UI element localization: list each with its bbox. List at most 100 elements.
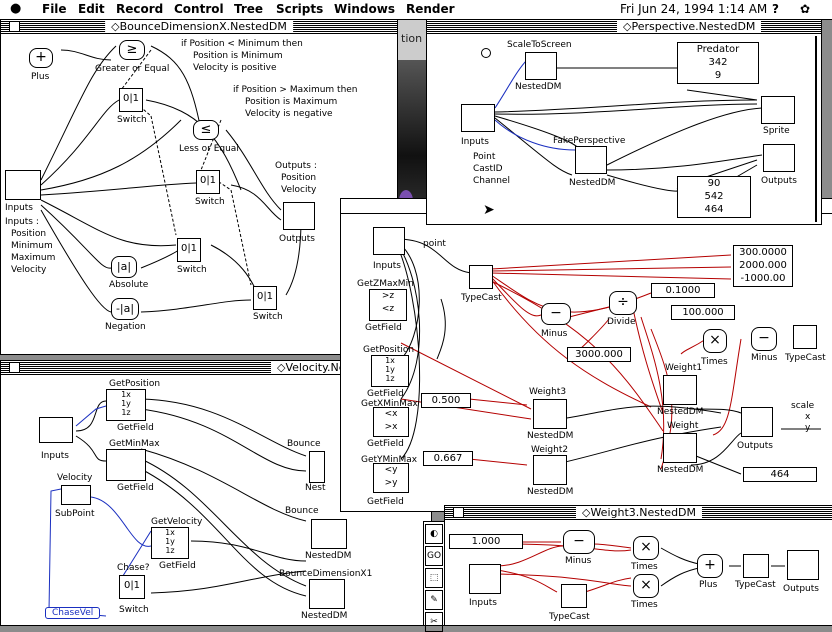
main-outputs-node[interactable]: [741, 407, 773, 437]
application-menu-icon[interactable]: ✿: [800, 2, 811, 16]
value-464[interactable]: 464: [743, 467, 817, 482]
w3-times1-node[interactable]: ×: [633, 536, 659, 560]
greater-equal-node[interactable]: ≥: [119, 40, 145, 60]
weight3-window: ◇Weight3.NestedDM 1.000 − Minus × Times …: [444, 505, 832, 626]
nested2-label: NestedDM: [527, 487, 574, 497]
outputs-node[interactable]: [283, 202, 315, 230]
vel-nested1-node[interactable]: [309, 451, 325, 483]
weight1-label: Weight1: [665, 363, 703, 373]
inputs-node[interactable]: [5, 170, 41, 200]
sprite-node[interactable]: [761, 96, 795, 124]
minus-node[interactable]: −: [541, 303, 571, 325]
typecast2-node[interactable]: [793, 325, 817, 349]
persp-outputs-node[interactable]: [763, 144, 795, 172]
chasevel-tag[interactable]: ChaseVel: [45, 607, 101, 619]
value-0.5[interactable]: 0.500: [421, 393, 471, 408]
w3-inputs-node[interactable]: [469, 564, 501, 594]
weight3-titlebar[interactable]: ◇Weight3.NestedDM: [445, 506, 832, 520]
w3-times2-node[interactable]: ×: [633, 574, 659, 598]
position-stack[interactable]: 90 542 464: [677, 176, 751, 218]
vel-nested2-node[interactable]: [311, 519, 347, 549]
nested2-node[interactable]: [533, 455, 567, 485]
w3-minus-node[interactable]: −: [563, 530, 595, 554]
w3-outputs-node[interactable]: [787, 550, 819, 580]
apple-menu-icon[interactable]: ●: [10, 1, 22, 16]
getzmaxmin-node[interactable]: >z<z: [369, 289, 407, 321]
typecast-node[interactable]: [469, 265, 493, 289]
divide-node[interactable]: ÷: [609, 291, 637, 315]
switch2-node[interactable]: 0|1: [196, 170, 220, 194]
switch1-node[interactable]: 0|1: [119, 88, 143, 112]
persp-inputs-node[interactable]: [461, 104, 495, 132]
value-0.1[interactable]: 0.1000: [651, 283, 715, 298]
w3-plus-node[interactable]: +: [697, 554, 723, 578]
go-icon[interactable]: GO: [425, 546, 443, 566]
scale-source-icon[interactable]: [481, 48, 491, 58]
weight3-wires: [496, 541, 785, 593]
vel-getminmax-node[interactable]: [106, 449, 146, 481]
comment-max-line3: Velocity is negative: [245, 109, 333, 119]
value-0.667[interactable]: 0.667: [423, 451, 473, 466]
constant-stack[interactable]: 300.0000 2000.000 -1000.00: [733, 245, 793, 287]
menu-windows[interactable]: Windows: [334, 2, 395, 16]
minus2-node[interactable]: −: [751, 327, 777, 351]
menu-file[interactable]: File: [42, 2, 67, 16]
bounce-window-title: ◇BounceDimensionX.NestedDM: [105, 20, 293, 33]
w3-typecast2-node[interactable]: [561, 584, 587, 608]
less-equal-node[interactable]: ≤: [193, 120, 219, 140]
getxminmax-node[interactable]: <x>x: [373, 407, 409, 437]
stack-z: 1z: [385, 374, 395, 383]
negation-node[interactable]: -|a|: [111, 298, 139, 320]
nested4-label: NestedDM: [657, 465, 704, 475]
vel-getfield2-label: GetField: [117, 483, 154, 493]
close-box-icon[interactable]: [9, 362, 20, 373]
switch4-node[interactable]: 0|1: [253, 286, 277, 310]
nested3-node[interactable]: [663, 375, 697, 405]
plus-node[interactable]: +: [29, 48, 53, 68]
value-3000[interactable]: 3000.000: [567, 347, 631, 362]
menu-scripts[interactable]: Scripts: [276, 2, 324, 16]
greater-equal-label: Greater or Equal: [95, 64, 170, 74]
vel-subpoint-node[interactable]: [61, 485, 91, 505]
menu-control[interactable]: Control: [174, 2, 224, 16]
weight3-value[interactable]: 1.000: [449, 534, 523, 549]
bulb-icon[interactable]: ◐: [425, 524, 443, 544]
times-node[interactable]: ×: [703, 329, 727, 353]
nested1-node[interactable]: [533, 399, 567, 429]
persp-inputs-note: Point CastID Channel: [473, 151, 510, 187]
menu-record[interactable]: Record: [116, 2, 164, 16]
persp-nested2-node[interactable]: [575, 146, 607, 174]
close-box-icon[interactable]: [453, 507, 464, 518]
perspective-titlebar[interactable]: ◇Perspective.NestedDM: [427, 20, 821, 34]
switch3-node[interactable]: 0|1: [177, 238, 201, 262]
vel-inputs-node[interactable]: [39, 417, 73, 443]
w3-typecast1-node[interactable]: [743, 554, 769, 578]
absolute-node[interactable]: |a|: [111, 256, 137, 278]
marquee-icon[interactable]: ⬚: [425, 568, 443, 588]
predator-stack[interactable]: Predator 342 9: [677, 42, 759, 84]
value-100[interactable]: 100.000: [671, 305, 735, 320]
vel-velocity-label: Velocity: [57, 473, 93, 483]
menu-edit[interactable]: Edit: [78, 2, 105, 16]
scissors-icon[interactable]: ✂: [425, 612, 443, 632]
close-box-icon[interactable]: [9, 21, 20, 32]
vel-nested3-node[interactable]: [309, 579, 345, 609]
pencil-icon[interactable]: ✎: [425, 590, 443, 610]
vel-switch-node[interactable]: 0|1: [119, 575, 145, 599]
negation-label: Negation: [105, 322, 146, 332]
persp-nested1-node[interactable]: [525, 52, 557, 80]
help-icon[interactable]: ?: [772, 2, 779, 16]
nested4-node[interactable]: [663, 433, 697, 463]
getyminmax-node[interactable]: <y>y: [373, 463, 409, 493]
main-inputs-node[interactable]: [373, 227, 405, 255]
menu-tree[interactable]: Tree: [234, 2, 264, 16]
value-300: 300.0000: [739, 247, 787, 258]
bounce-titlebar[interactable]: ◇BounceDimensionX.NestedDM: [1, 20, 397, 34]
menu-render[interactable]: Render: [406, 2, 455, 16]
switch3-label: Switch: [177, 265, 207, 275]
getposition-label: GetPosition: [363, 345, 415, 355]
perspective-scrollbar[interactable]: [815, 36, 817, 222]
